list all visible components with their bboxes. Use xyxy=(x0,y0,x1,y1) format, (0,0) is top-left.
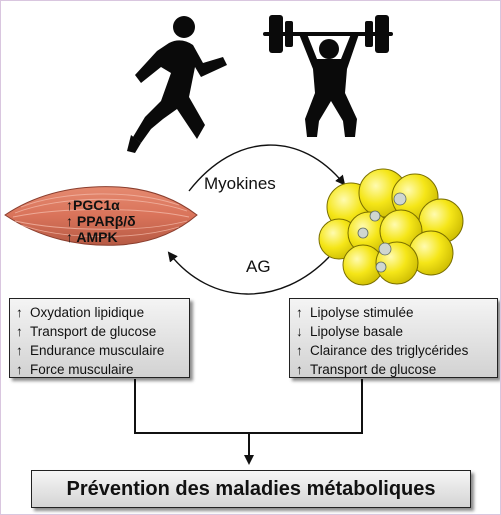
fatty-acids-label: AG xyxy=(246,257,271,276)
conclusion-text: Prévention des maladies métaboliques xyxy=(66,477,436,500)
list-item: ↑Clairance des triglycérides xyxy=(296,343,469,358)
weightlifter-icon xyxy=(263,15,393,137)
list-item: ↑Oxydation lipidique xyxy=(16,305,145,320)
muscle-markers: ↑PGC1α ↑ PPARβ/δ ↑ AMPK xyxy=(66,197,136,245)
connector-lines xyxy=(134,379,363,465)
runner-icon xyxy=(127,16,227,153)
myokines-arrow xyxy=(188,144,346,192)
conclusion-box: Prévention des maladies métaboliques xyxy=(31,470,471,508)
list-item: ↑Force musculaire xyxy=(16,362,134,377)
arrow-up-icon: ↑ xyxy=(16,324,23,339)
fatty-acids-arrow xyxy=(167,251,330,295)
list-item: ↑Transport de glucose xyxy=(16,324,157,339)
adipocyte-cluster-icon xyxy=(318,168,464,286)
list-item: ↑Transport de glucose xyxy=(296,362,437,377)
list-item: ↑Endurance musculaire xyxy=(16,343,165,358)
arrow-up-icon: ↑ xyxy=(16,305,23,320)
arrow-up-icon: ↑ xyxy=(16,343,23,358)
list-item: ↑Lipolyse stimulée xyxy=(296,305,414,320)
arrow-up-icon: ↑ xyxy=(296,343,303,358)
arrow-down-icon: ↓ xyxy=(296,324,303,339)
arrow-up-icon: ↑ xyxy=(296,305,303,320)
muscle-marker: ↑ AMPK xyxy=(66,229,118,245)
muscle-effects-box: ↑Oxydation lipidique ↑Transport de gluco… xyxy=(9,298,190,378)
myokines-label: Myokines xyxy=(204,174,276,193)
arrow-up-icon: ↑ xyxy=(296,362,303,377)
adipose-effects-box: ↑Lipolyse stimulée ↓Lipolyse basale ↑Cla… xyxy=(289,298,498,378)
arrow-up-icon: ↑ xyxy=(16,362,23,377)
list-item: ↓Lipolyse basale xyxy=(296,324,404,339)
muscle-marker: ↑ PPARβ/δ xyxy=(66,213,136,229)
muscle-marker: ↑PGC1α xyxy=(66,197,120,213)
muscle-icon xyxy=(4,186,198,246)
